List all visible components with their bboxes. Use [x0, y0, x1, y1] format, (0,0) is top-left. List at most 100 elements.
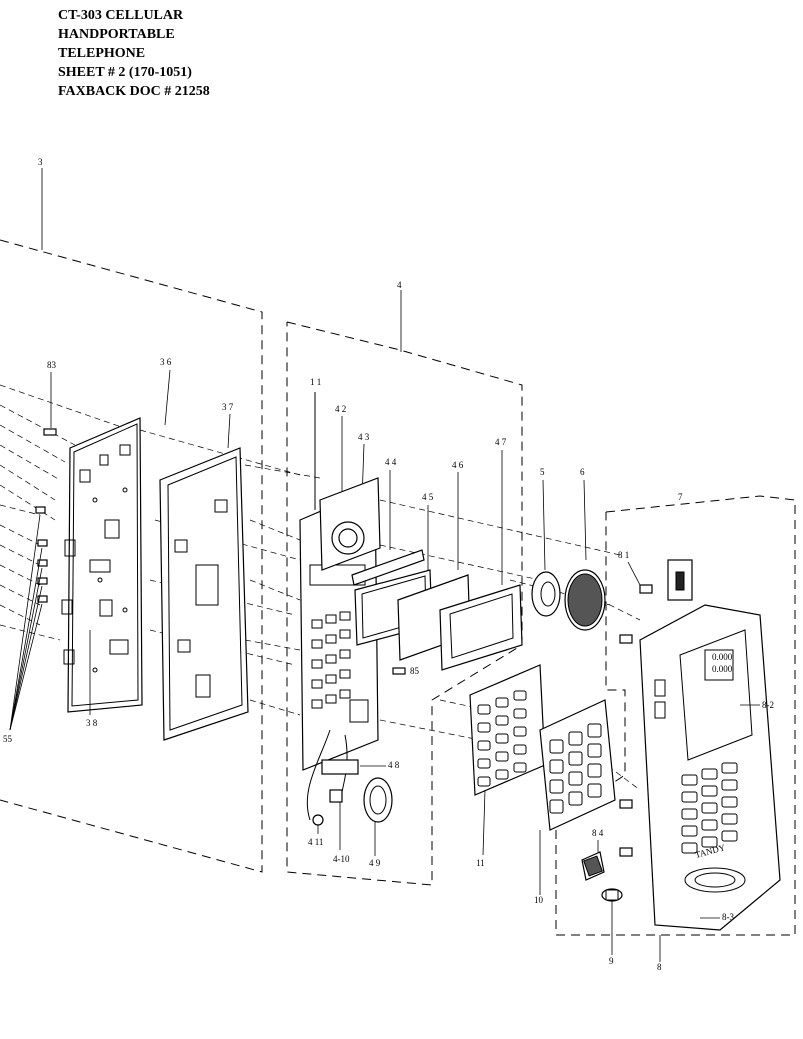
wiring-4-8: 4 8 [306, 729, 400, 821]
callout-1-1: 1 1 [310, 377, 321, 387]
callout-5: 5 [540, 467, 545, 477]
keymat-key [549, 759, 564, 774]
group-3-boundary: 3 [0, 157, 263, 873]
callout-8: 8 [657, 962, 662, 972]
title-model: CT-303 CELLULAR [58, 8, 184, 23]
callout-8-2: 8-2 [762, 700, 774, 710]
callout-4-11: 4 11 [308, 837, 323, 847]
callout-4-6: 4 6 [452, 460, 464, 470]
keymat-key [587, 723, 602, 738]
keymat-key [549, 779, 564, 794]
callout-4-5: 4 5 [422, 492, 434, 502]
housing-key [701, 768, 718, 780]
keypad-key [513, 690, 527, 701]
housing-key [681, 791, 698, 803]
keypad-key [495, 751, 509, 762]
keymat-key [568, 731, 583, 746]
callout-3-6: 3 6 [160, 357, 172, 367]
screws-55: 55 [3, 506, 48, 744]
callout-9: 9 [609, 956, 614, 966]
keymat-key [587, 783, 602, 798]
lcd-digits-a: 0.000 [712, 652, 733, 662]
housing-key [721, 779, 738, 791]
keymat-key [587, 763, 602, 778]
keypad-key [495, 715, 509, 726]
lcd-strip-4-4: 4 4 [351, 457, 425, 586]
title-block: CT-303 CELLULAR HANDPORTABLE TELEPHONE S… [58, 6, 210, 101]
callout-4-7: 4 7 [495, 437, 507, 447]
group-7-boundary: 7 8 [555, 492, 796, 972]
housing-key [721, 762, 738, 774]
keypad-key [495, 769, 509, 780]
callout-8-1: 8 1 [618, 550, 629, 560]
earpiece-4-3: 4 2 4 3 [319, 404, 381, 571]
callout-4: 4 [397, 280, 402, 290]
callout-4-4: 4 4 [385, 457, 397, 467]
contact-4-11: 4 11 [308, 814, 324, 847]
screw-83: 83 [43, 360, 57, 436]
housing-key [681, 808, 698, 820]
housing-key [681, 774, 698, 786]
keypad-key [477, 704, 491, 715]
keypad-11: 11 [469, 664, 546, 868]
lcd-digits-b: 0.000 [712, 664, 733, 674]
keymat-key [568, 791, 583, 806]
keymat-key [568, 751, 583, 766]
chassis-plate-3-6: 3 6 3 8 [61, 357, 172, 728]
keypad-key [477, 740, 491, 751]
callout-4-3: 4 3 [358, 432, 370, 442]
title-device: TELEPHONE [58, 46, 146, 61]
callout-4-10: 4-10 [333, 854, 350, 864]
callout-55: 55 [3, 734, 13, 744]
callout-85: 85 [410, 666, 420, 676]
title-faxback: FAXBACK DOC # 21258 [58, 84, 210, 99]
keypad-key [513, 708, 527, 719]
callout-4-2: 4 2 [335, 404, 346, 414]
callout-11: 11 [476, 858, 485, 868]
callout-6: 6 [580, 467, 585, 477]
group-4-boundary: 4 [286, 280, 523, 886]
callout-3: 3 [38, 157, 43, 167]
keypad-key [513, 744, 527, 755]
keypad-key [495, 697, 509, 708]
callout-10: 10 [534, 895, 544, 905]
clip-9: 9 [601, 888, 623, 966]
lcd-frame-4-7: 4 7 [439, 437, 523, 671]
housing-key [701, 836, 718, 848]
keypad-key [495, 733, 509, 744]
screw-8-1: 8 1 [618, 550, 653, 857]
housing-key [681, 825, 698, 837]
frame-3-7: 3 7 [159, 402, 249, 741]
housing-key [701, 819, 718, 831]
keypad-key [513, 762, 527, 773]
callout-4-9: 4 9 [369, 858, 381, 868]
housing-key [721, 830, 738, 842]
callout-8-3: 8-3 [722, 912, 734, 922]
housing-key [721, 796, 738, 808]
keypad-key [513, 726, 527, 737]
connector-85: 85 [392, 666, 420, 676]
callout-8-4: 8 4 [592, 828, 604, 838]
callout-3-7: 3 7 [222, 402, 234, 412]
callout-7: 7 [678, 492, 683, 502]
title-type: HANDPORTABLE [58, 27, 175, 42]
speaker-4-9: 4 9 [363, 777, 393, 868]
switch-part [667, 559, 693, 601]
antenna-1-1: 1 1 [310, 377, 321, 510]
housing-key [681, 842, 698, 854]
housing-key [701, 802, 718, 814]
ring-5: 5 [531, 467, 561, 617]
keypad-key [477, 758, 491, 769]
housing-key [721, 813, 738, 825]
housing-8-2: 0.000 0.000 TANDY 8-2 8-3 [639, 604, 781, 931]
keypad-key [477, 722, 491, 733]
callout-4-8: 4 8 [388, 760, 400, 770]
mic-4-10: 4-10 [329, 789, 350, 864]
keypad-key [477, 776, 491, 787]
keymat-key [549, 739, 564, 754]
main-pcb [299, 487, 379, 771]
title-sheet: SHEET # 2 (170-1051) [58, 65, 192, 80]
keymat-key [549, 799, 564, 814]
grille-6: 6 [564, 467, 606, 631]
